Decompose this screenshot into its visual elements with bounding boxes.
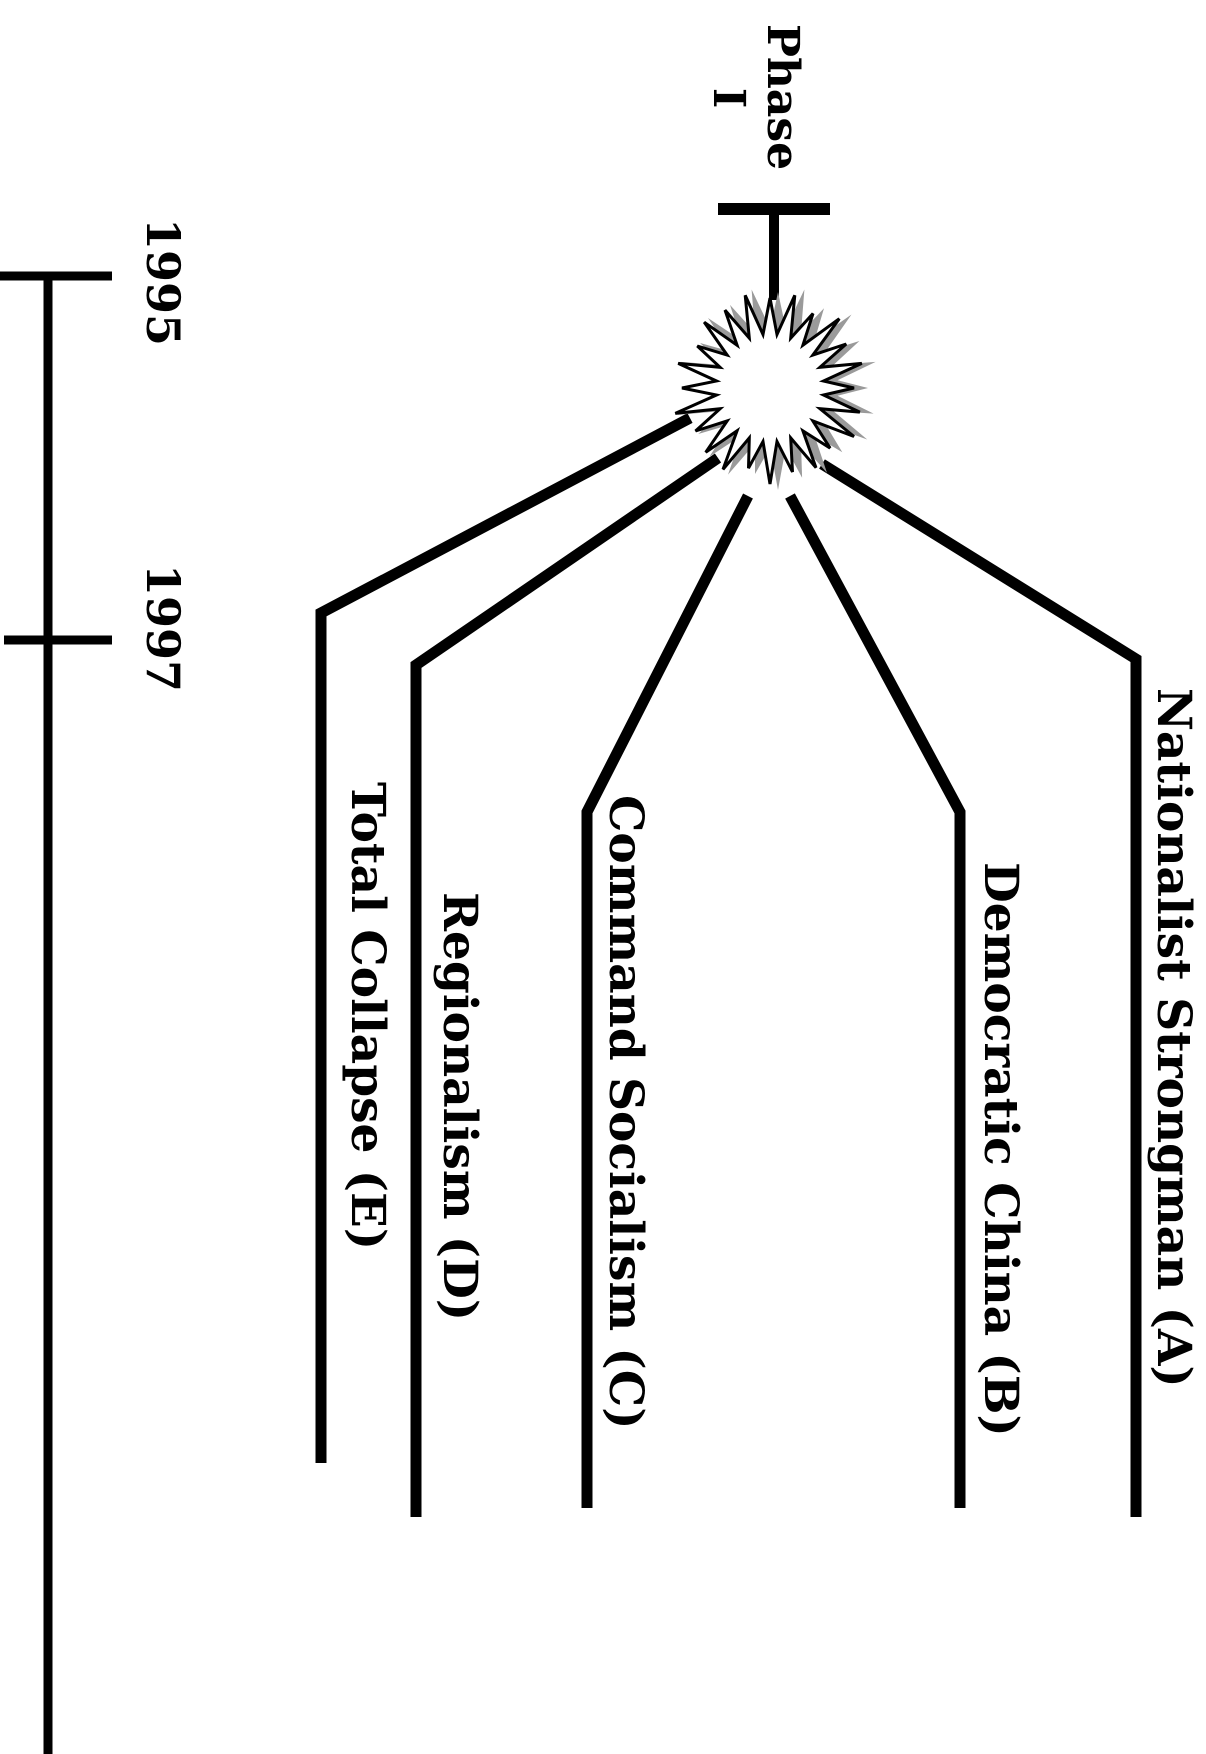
scenario-label-d: Regionalism (D) [432,892,487,1321]
scenario-branches [315,413,1142,1517]
timeline-tick-label-1997: 1997 [136,564,190,692]
branch-line-c [581,493,753,1508]
scenario-label-c: Command Socialism (C) [598,795,653,1429]
timeline-tick-label-1995: 1995 [136,218,190,346]
scenario-label-e: Total Collapse (E) [340,782,395,1250]
burst-outline [674,294,863,485]
phase-marker: Phase I [703,24,830,300]
scenario-label-b: Democratic China (B) [973,862,1028,1437]
burst-icon [674,289,876,490]
branch-line-d [410,453,722,1517]
branch-line-e [315,413,693,1463]
scenario-label-a: Nationalist Strongman (A) [1146,688,1201,1388]
timeline: 1995 1997 [0,218,190,1754]
scenario-labels: Nationalist Strongman (A) Democratic Chi… [340,688,1201,1437]
phase-marker-number: I [703,88,754,109]
branch-line-a [819,459,1142,1517]
branch-line-b [785,493,966,1508]
phase-marker-label: Phase [757,24,808,170]
